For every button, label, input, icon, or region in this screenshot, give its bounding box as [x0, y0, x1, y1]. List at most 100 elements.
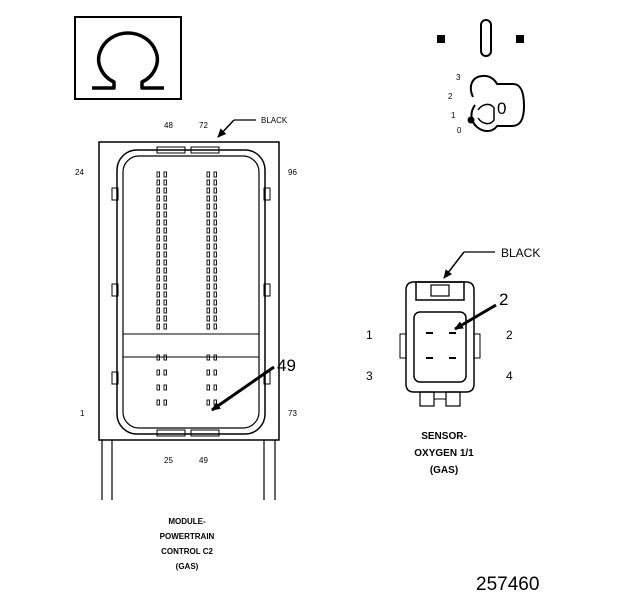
- pcm-terminal-cavity: [156, 227, 160, 234]
- pcm-terminal-cavity: [163, 211, 167, 218]
- pcm-terminal-cavity: [163, 399, 167, 406]
- o2-caption-line-3: (GAS): [430, 465, 458, 476]
- o2-callout-arrow: [454, 303, 497, 331]
- o2-callout-label: 2: [499, 290, 508, 309]
- ignition-position-2: 2: [448, 92, 453, 101]
- pcm-terminal-cavity: [156, 243, 160, 250]
- pcm-terminal-cavity: [213, 399, 217, 406]
- pcm-terminal-cavity: [206, 354, 210, 361]
- key-label: 0: [497, 99, 506, 118]
- o2-latch-inner: [430, 284, 450, 297]
- pcm-terminal-cavity: [213, 315, 217, 322]
- o2-pin-1: 1: [366, 328, 373, 342]
- pcm-terminal-cavity: [213, 384, 217, 391]
- pcm-terminal-cavity: [213, 291, 217, 298]
- pcm-terminal-cavity: [206, 259, 210, 266]
- pcm-terminal-cavity: [206, 399, 210, 406]
- pcm-terminal-cavity: [213, 187, 217, 194]
- pcm-terminal-cavity: [163, 283, 167, 290]
- pcm-terminal-cavity: [156, 307, 160, 314]
- pcm-terminal-cavity: [206, 243, 210, 250]
- pcm-terminal-cavity: [206, 267, 210, 274]
- pcm-terminal-cavity: [213, 354, 217, 361]
- pcm-terminal-cavity: [206, 187, 210, 194]
- pcm-side-lock-right-2: [263, 283, 271, 297]
- pcm-terminal-cavity: [206, 369, 210, 376]
- pcm-terminal-cavity: [163, 369, 167, 376]
- ohmmeter-box: [74, 16, 182, 100]
- ignition-symbol: 3 2 1 0 0: [437, 19, 526, 135]
- pcm-terminal-cavity: [163, 354, 167, 361]
- pcm-terminal-cavity: [163, 171, 167, 178]
- pcm-side-lock-right-1: [263, 187, 271, 201]
- key-cut: [477, 103, 495, 125]
- pcm-terminal-cavity: [206, 299, 210, 306]
- pcm-terminal-cavity: [206, 235, 210, 242]
- pcm-terminal-cavity: [213, 267, 217, 274]
- key-position-dot: [467, 116, 475, 124]
- o2-side-rib-right: [473, 333, 481, 359]
- pcm-terminal-cavity: [163, 219, 167, 226]
- pcm-terminal-cavity: [163, 251, 167, 258]
- pcm-pin-72: 72: [199, 121, 208, 130]
- o2-pin-2: 2: [506, 328, 513, 342]
- pcm-terminal-cavity: [163, 243, 167, 250]
- pcm-terminal-cavity: [163, 275, 167, 282]
- pcm-terminal-cavity: [213, 179, 217, 186]
- pcm-terminal-cavity: [156, 171, 160, 178]
- pcm-terminal-cavity: [156, 399, 160, 406]
- pcm-terminal-cavity: [206, 179, 210, 186]
- pcm-terminal-cavity: [163, 323, 167, 330]
- pcm-connector-body: [98, 141, 280, 441]
- pcm-terminal-cavity: [163, 187, 167, 194]
- pcm-caption-line-1: MODULE-: [168, 517, 206, 526]
- pcm-terminal-cavity: [213, 323, 217, 330]
- o2-caption-line-2: OXYGEN 1/1: [414, 448, 474, 459]
- figure-id: 257460: [476, 574, 539, 595]
- ignition-marker-right: [516, 35, 524, 43]
- pcm-terminal-cavity: [206, 195, 210, 202]
- pcm-terminal-cavity: [213, 369, 217, 376]
- pcm-caption-line-4: (GAS): [176, 562, 199, 571]
- o2-connector-body: [405, 281, 475, 393]
- pcm-terminal-cavity: [213, 283, 217, 290]
- pcm-terminal-cavity: [163, 227, 167, 234]
- pcm-color-label: BLACK: [261, 116, 288, 125]
- pcm-terminal-cavity: [163, 179, 167, 186]
- pcm-terminal-cavity: [206, 171, 210, 178]
- pcm-connector: 48 72 24 96 1 73 25 49 BLACK 49 MODULE- …: [75, 116, 297, 571]
- pcm-terminal-cavity: [213, 227, 217, 234]
- pcm-terminal-cavity: [156, 187, 160, 194]
- pcm-bottom-tab-left: [156, 429, 186, 437]
- pcm-pin-48: 48: [164, 121, 173, 130]
- pcm-terminal-cavity: [163, 291, 167, 298]
- o2-color-label: BLACK: [501, 246, 540, 260]
- o2-foot-center: [433, 391, 447, 400]
- pcm-pin-73: 73: [288, 409, 297, 418]
- pcm-terminal-cavity: [213, 243, 217, 250]
- pcm-terminal-cavity: [206, 315, 210, 322]
- pcm-terminal-cavity: [163, 195, 167, 202]
- pcm-terminal-cavity: [213, 251, 217, 258]
- pcm-caption-line-2: POWERTRAIN: [160, 532, 215, 541]
- pcm-terminal-cavity: [163, 307, 167, 314]
- ignition-position-1: 1: [451, 111, 456, 120]
- pcm-bottom-tab-right: [190, 429, 220, 437]
- omega-icon: [92, 31, 164, 90]
- pcm-terminal-cavity: [163, 315, 167, 322]
- pcm-terminal-cavity: [213, 171, 217, 178]
- pcm-terminal-cavity: [213, 299, 217, 306]
- pcm-terminal-cavity: [213, 259, 217, 266]
- pcm-pin-49: 49: [199, 456, 208, 465]
- pcm-terminal-cavity: [156, 275, 160, 282]
- pcm-black-leader-arrow: [217, 119, 235, 138]
- pcm-side-lock-left-1: [111, 187, 119, 201]
- pcm-connector-shroud: [116, 149, 266, 435]
- pcm-terminal-cavity: [156, 283, 160, 290]
- key-icon: [469, 74, 526, 132]
- pcm-terminal-cavity: [156, 384, 160, 391]
- pcm-terminal-cavity: [156, 219, 160, 226]
- ignition-slot: [480, 19, 492, 57]
- pcm-terminal-cavity: [206, 291, 210, 298]
